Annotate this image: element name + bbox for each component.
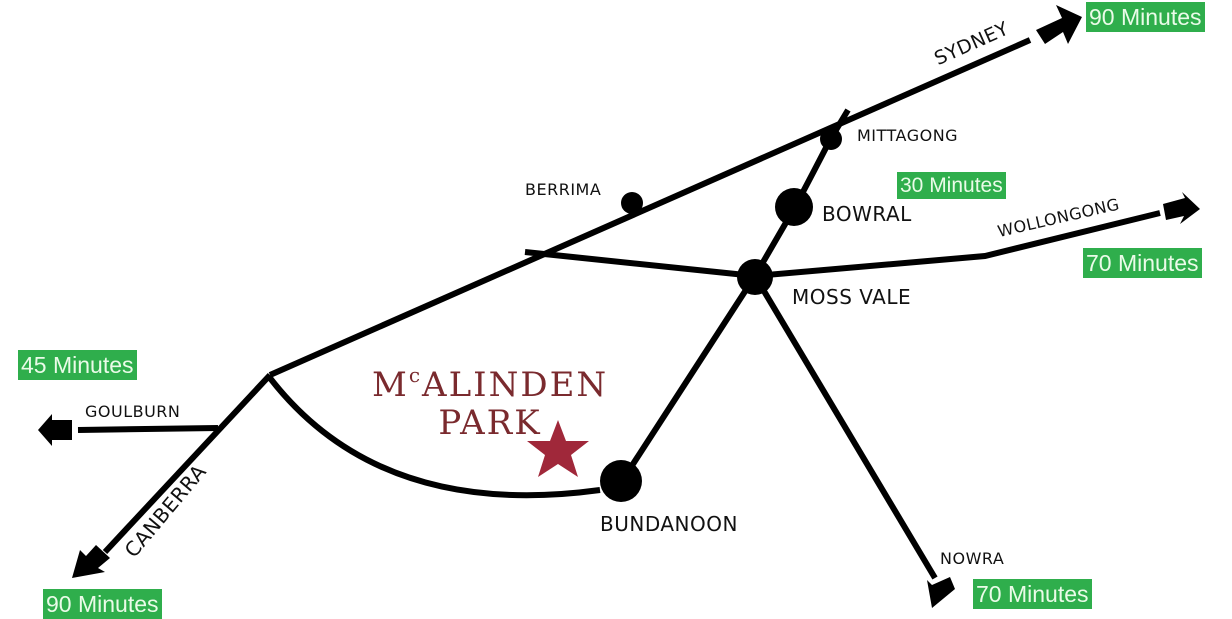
road-canberra: [102, 372, 273, 555]
road-nowra: [752, 274, 938, 580]
brand-logo: McALINDEN PARK: [372, 356, 608, 442]
badge-wollongong-time: 70 Minutes: [1083, 248, 1202, 278]
brand-prefix: M: [372, 365, 409, 405]
label-berrima: BERRIMA: [525, 180, 602, 199]
dot-berrima-icon: [621, 192, 643, 214]
road-wollongong: [754, 210, 1161, 279]
badge-bowral-time: 30 Minutes: [897, 172, 1006, 199]
road-berrima-mossvale: [524, 249, 756, 279]
road-bundanoon-curve: [267, 376, 601, 499]
arrow-goulburn-icon: [38, 414, 72, 446]
road-hume-highway: [268, 37, 1032, 378]
dot-mittagong-icon: [820, 128, 842, 150]
brand-line1: McALINDEN: [372, 356, 608, 404]
badge-nowra-time: 70 Minutes: [973, 579, 1092, 609]
label-goulburn: GOULBURN: [85, 402, 181, 421]
brand-rest: ALINDEN: [422, 365, 609, 405]
label-bowral: BOWRAL: [822, 202, 912, 226]
dot-bundanoon-icon: [600, 460, 642, 502]
badge-sydney-time: 90 Minutes: [1086, 2, 1205, 32]
arrow-nowra-icon: [927, 577, 955, 608]
label-mittagong: MITTAGONG: [857, 126, 959, 145]
road-bundanoon: [619, 274, 758, 483]
arrow-sydney-icon: [1036, 5, 1082, 44]
badge-canberra-time: 90 Minutes: [43, 589, 162, 619]
road-goulburn: [77, 425, 219, 433]
label-nowra: NOWRA: [940, 549, 1005, 568]
dot-bowral-icon: [775, 188, 813, 226]
star-icon: [527, 420, 589, 477]
label-bundanoon: BUNDANOON: [600, 512, 738, 536]
label-moss-vale: MOSS VALE: [792, 285, 912, 309]
arrow-wollongong-icon: [1163, 192, 1200, 224]
brand-line2: PARK: [438, 403, 542, 443]
brand-super: c: [408, 363, 423, 387]
dot-mossvale-icon: [737, 259, 773, 295]
arrow-canberra-icon: [72, 545, 110, 578]
badge-goulburn-time: 45 Minutes: [18, 350, 137, 380]
